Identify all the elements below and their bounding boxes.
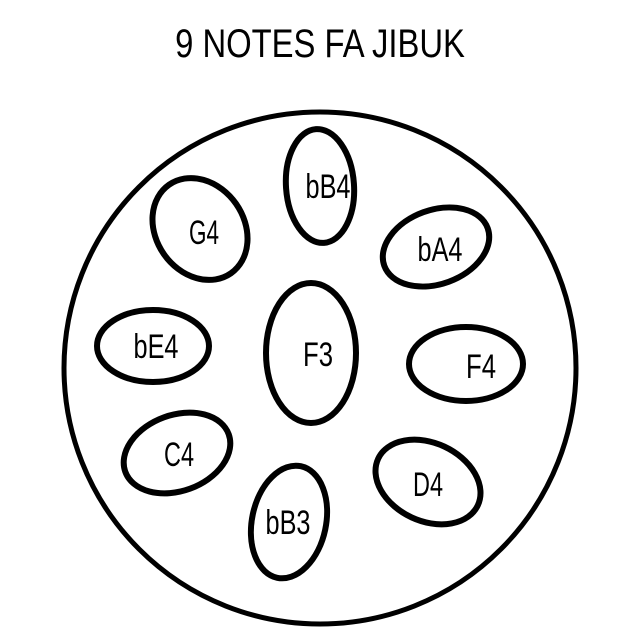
note-field-d4: D4 [372, 436, 484, 528]
note-ellipse [120, 409, 234, 497]
note-ellipse [263, 280, 359, 426]
note-ellipse [94, 307, 212, 385]
note-ellipse [282, 126, 358, 246]
note-ellipse [372, 436, 484, 528]
note-label: bB3 [266, 504, 311, 542]
note-field-g4: G4 [149, 175, 251, 283]
note-label: D4 [413, 466, 443, 504]
note-ellipse [379, 204, 493, 290]
note-label: bB4 [306, 168, 351, 206]
note-label: F3 [303, 336, 333, 374]
note-field-f4: F4 [406, 324, 526, 404]
note-field-c4: C4 [120, 409, 234, 497]
note-field-be4: bE4 [94, 307, 212, 385]
note-field-ba4: bA4 [379, 204, 493, 290]
note-label: C4 [164, 436, 194, 474]
note-ellipse [406, 324, 526, 404]
note-field-bb4: bB4 [282, 126, 358, 246]
note-field-bb3: bB3 [247, 462, 331, 582]
note-label: bE4 [134, 328, 179, 366]
drum-outline [61, 109, 579, 627]
note-label: bA4 [418, 231, 463, 269]
note-ellipse [149, 175, 251, 283]
diagram-title: 9 NOTES FA JIBUK [175, 22, 465, 66]
note-label: F4 [466, 348, 496, 386]
note-label: G4 [189, 214, 219, 252]
note-field-f3: F3 [263, 280, 359, 426]
note-ellipse [247, 462, 331, 582]
